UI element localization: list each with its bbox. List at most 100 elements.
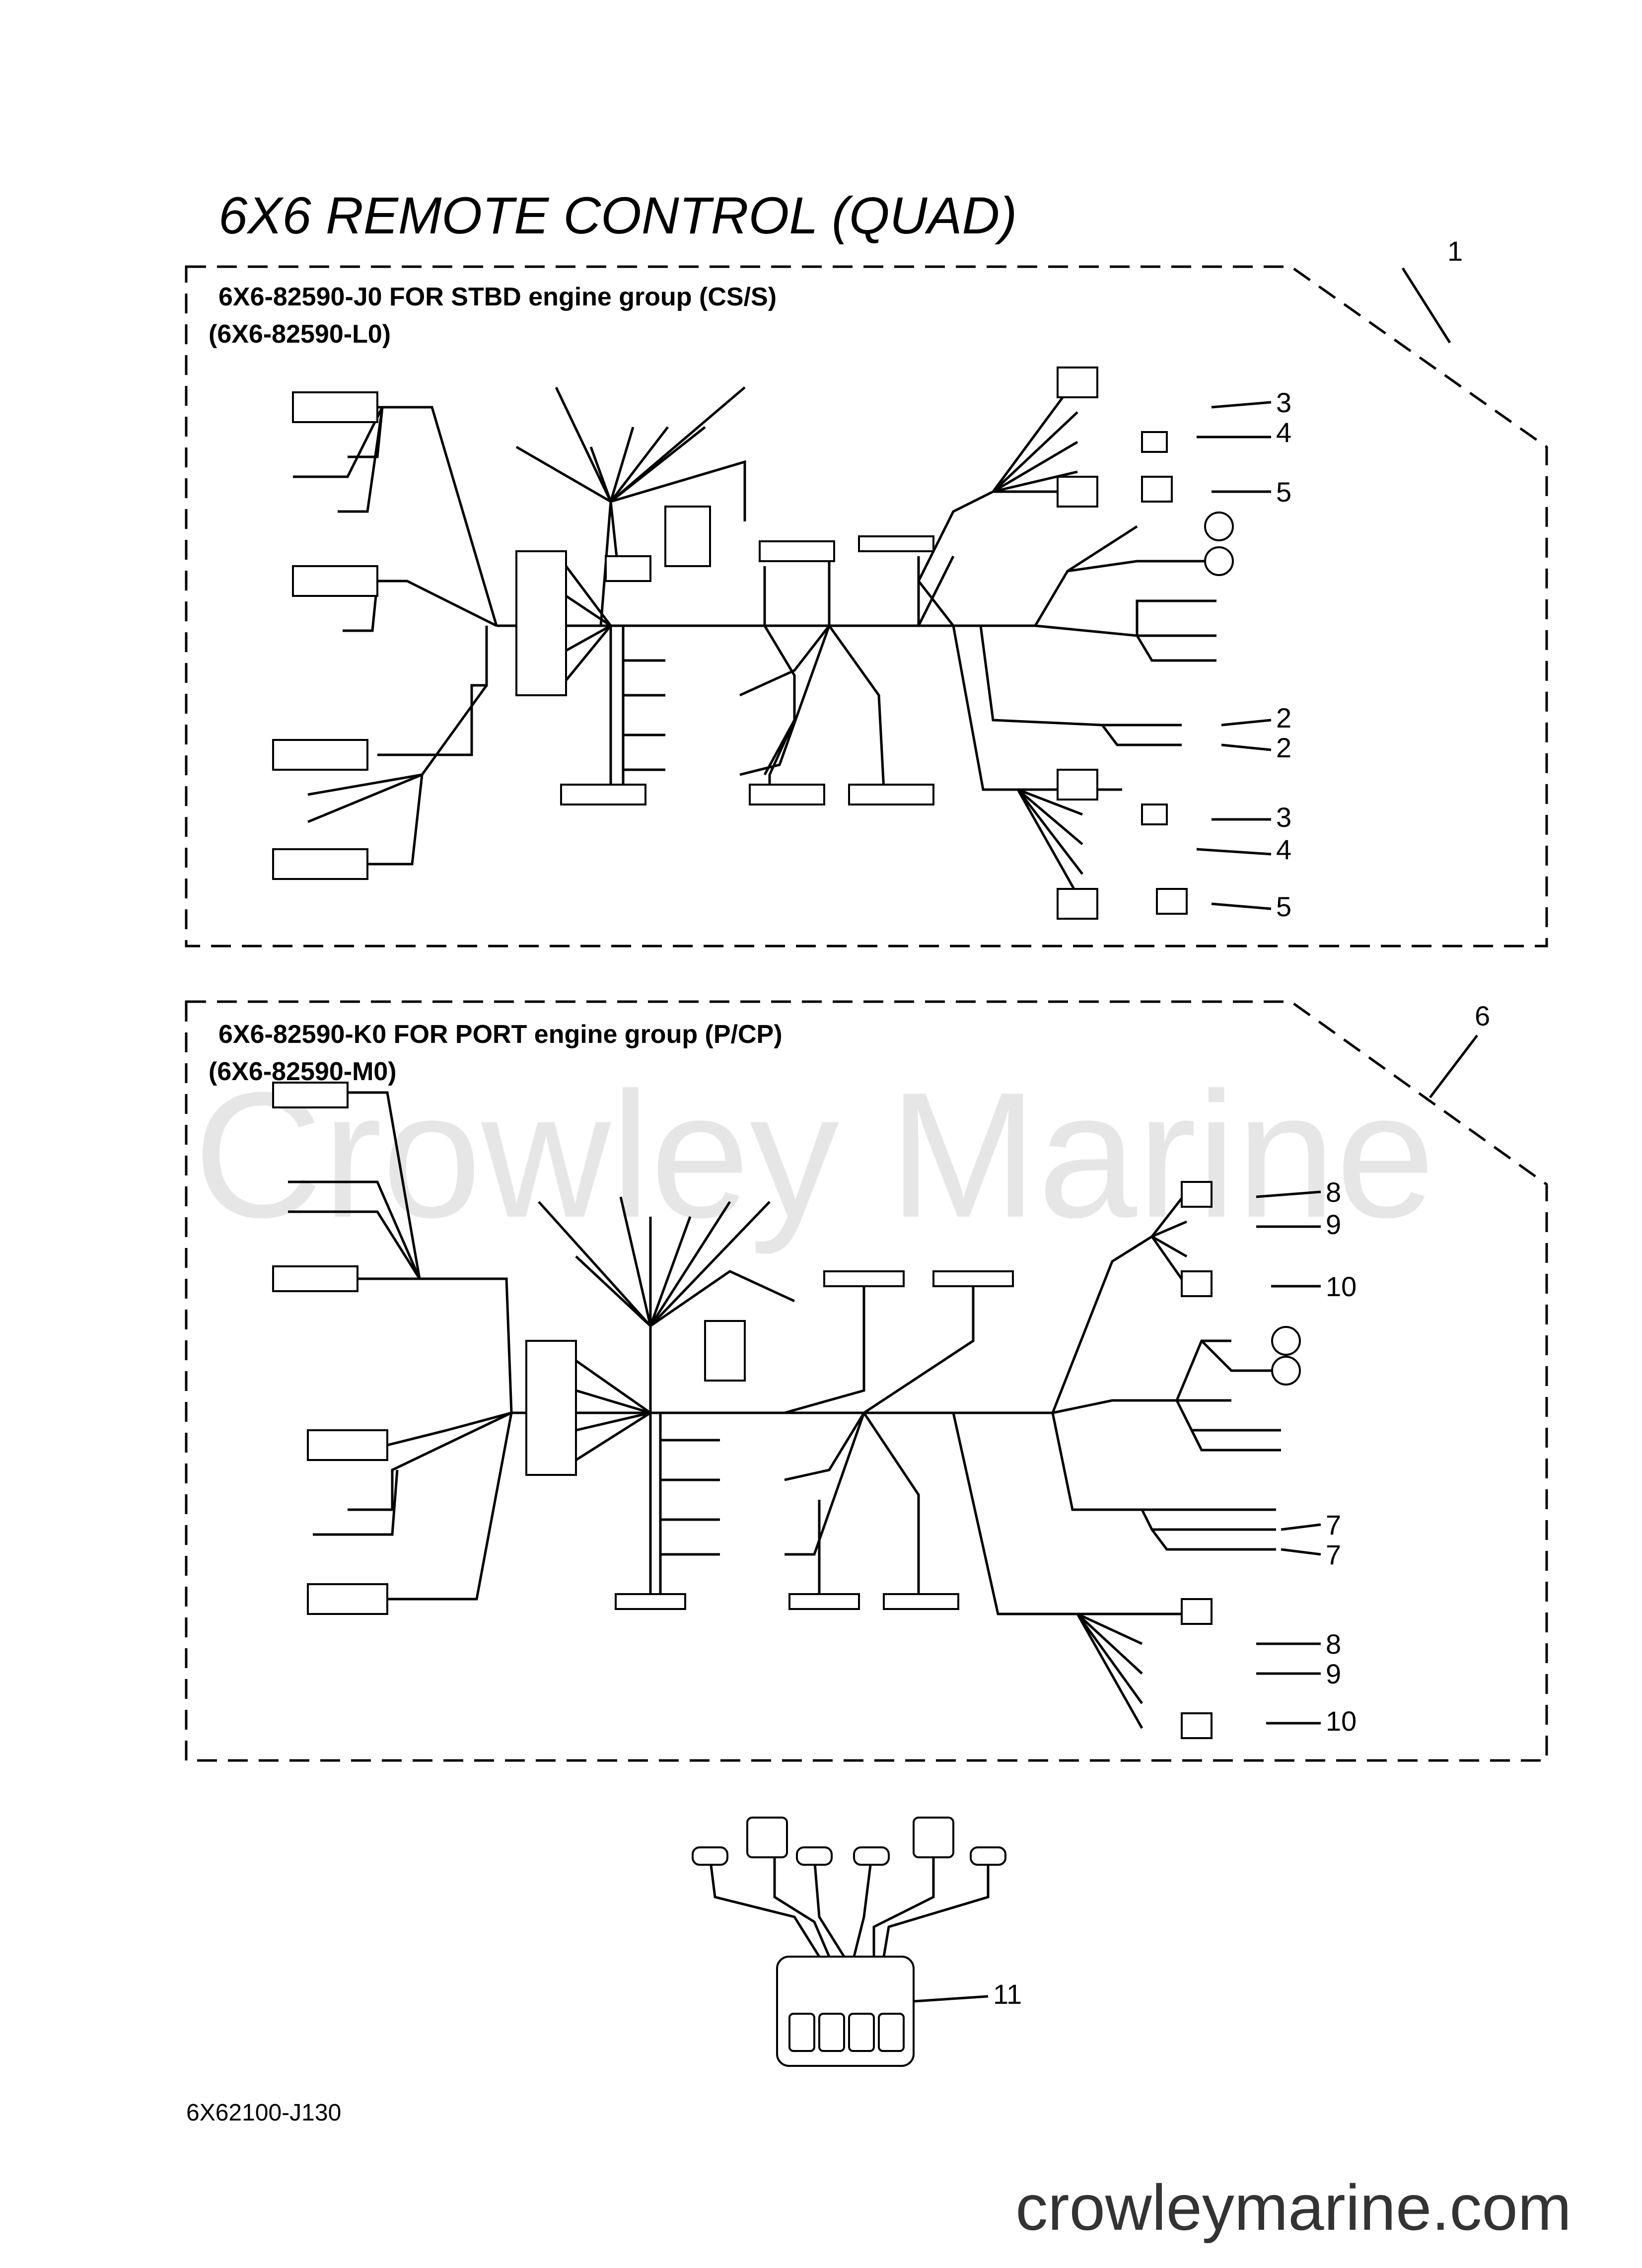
wire-fan xyxy=(952,625,1122,905)
wire xyxy=(313,1411,513,1601)
connector-block xyxy=(272,848,368,880)
callout: 7 xyxy=(1326,1539,1341,1570)
item-6-leader xyxy=(1429,1034,1478,1098)
footer-url: crowleymarine.com xyxy=(1015,2171,1571,2244)
callout: 9 xyxy=(1326,1658,1341,1689)
wire xyxy=(293,406,384,478)
wire xyxy=(367,684,488,866)
callout: 7 xyxy=(1326,1509,1341,1540)
wire xyxy=(307,773,423,823)
callout: 4 xyxy=(1276,417,1291,448)
item-number: 11 xyxy=(993,1978,1022,2010)
connector xyxy=(1181,1181,1213,1208)
connector-block xyxy=(749,784,825,805)
item-number: 6 xyxy=(1475,1000,1490,1031)
item-11-leader xyxy=(913,1995,989,2003)
wire xyxy=(1051,1412,1276,1551)
group-boundary xyxy=(185,1000,1548,1762)
connector-block xyxy=(292,565,378,597)
watermark: Crowley Marine xyxy=(194,1055,1435,1256)
item-1-leader xyxy=(1401,267,1451,344)
callout: 3 xyxy=(1276,387,1291,418)
panel-switch xyxy=(788,2013,815,2052)
alt-part-number: (6X6-82590-M0) xyxy=(209,1057,397,1086)
connector-block xyxy=(272,739,368,771)
connector xyxy=(1141,431,1168,453)
callout: 5 xyxy=(1276,476,1291,508)
round-connector xyxy=(1204,546,1234,576)
wire-fan xyxy=(739,561,885,795)
panel-switch xyxy=(878,2013,905,2052)
wire-fan xyxy=(952,1412,1187,1729)
connector xyxy=(1141,476,1173,503)
callout: 4 xyxy=(1276,834,1291,865)
wire xyxy=(338,407,384,513)
connector-block xyxy=(307,1429,388,1461)
callout: 3 xyxy=(1276,802,1291,833)
group-boundary xyxy=(185,265,1548,948)
wire xyxy=(307,773,423,796)
connector-block xyxy=(932,1270,1014,1287)
connector-block xyxy=(883,1593,959,1610)
connector-block xyxy=(823,1270,905,1287)
connector xyxy=(746,1817,788,1858)
group-heading: 6X6-82590-K0 FOR PORT engine group (P/CP… xyxy=(218,1020,783,1049)
switch-panel xyxy=(692,1817,1006,2067)
connector-block xyxy=(292,391,378,423)
callout: 8 xyxy=(1326,1176,1341,1208)
panel-wire xyxy=(709,1837,990,1958)
connector xyxy=(853,1846,890,1866)
callout: 5 xyxy=(1276,891,1291,922)
wire xyxy=(377,580,498,627)
relay-box xyxy=(525,1340,577,1476)
connector xyxy=(1057,769,1098,801)
wire-fan xyxy=(515,386,746,521)
relay xyxy=(664,506,711,567)
diagram-code: 6X62100-J130 xyxy=(186,2100,341,2126)
connector xyxy=(1181,1712,1213,1739)
callout: 10 xyxy=(1326,1705,1356,1737)
harness-group-stbd xyxy=(185,265,1548,948)
item-number: 1 xyxy=(1447,235,1463,267)
connector xyxy=(1057,888,1098,920)
round-connector xyxy=(1271,1326,1301,1356)
wire xyxy=(288,1180,421,1280)
callout: 9 xyxy=(1326,1209,1341,1240)
callout-leader xyxy=(1196,401,1272,910)
relay xyxy=(605,555,651,582)
callout: 10 xyxy=(1326,1271,1356,1302)
connector xyxy=(1156,888,1188,915)
panel-switch xyxy=(818,2013,845,2052)
page-title: 6X6 REMOTE CONTROL (QUAD) xyxy=(218,187,1017,245)
wire xyxy=(979,625,1182,746)
connector-block xyxy=(272,1082,349,1108)
callout-leader xyxy=(1256,1190,1321,1725)
wire xyxy=(609,626,665,790)
wire-fan xyxy=(1034,525,1216,662)
relay xyxy=(704,1320,746,1382)
wire-fan xyxy=(917,376,1079,627)
connector xyxy=(1057,366,1098,398)
connector xyxy=(913,1817,954,1858)
connector xyxy=(796,1846,833,1866)
connector xyxy=(1181,1270,1213,1297)
wire xyxy=(343,581,379,632)
group-heading: 6X6-82590-J0 FOR STBD engine group (CS/S… xyxy=(218,283,777,311)
panel-switch xyxy=(848,2013,875,2052)
wire-fan xyxy=(1051,1191,1188,1413)
connector-block xyxy=(858,535,934,552)
connector xyxy=(1181,1598,1213,1625)
round-connector xyxy=(1271,1356,1301,1386)
connector xyxy=(970,1846,1006,1866)
wire xyxy=(377,406,498,626)
wire xyxy=(917,555,955,627)
connector-block xyxy=(759,540,835,562)
connector xyxy=(1141,804,1168,825)
wire xyxy=(377,626,488,756)
connector xyxy=(1057,476,1098,508)
wire xyxy=(649,1413,720,1599)
alt-part-number: (6X6-82590-L0) xyxy=(209,320,391,349)
connector-block xyxy=(560,784,646,805)
callout: 2 xyxy=(1276,732,1291,763)
